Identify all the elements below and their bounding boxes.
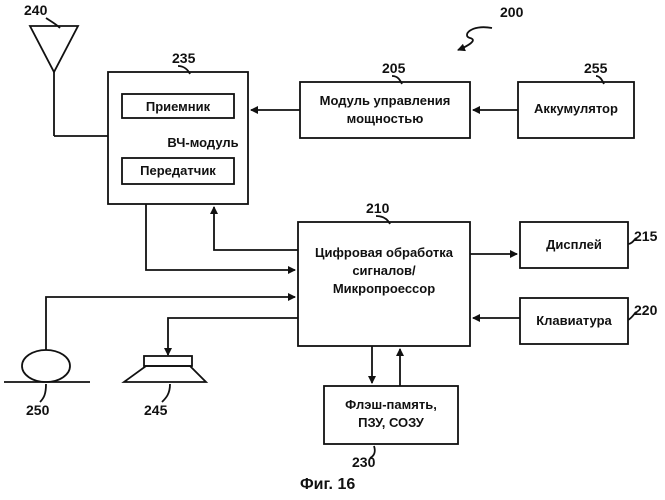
mic-to-dsp-arrow xyxy=(46,297,295,350)
ref-255: 255 xyxy=(584,60,607,76)
battery-label: Аккумулятор xyxy=(518,100,634,117)
leader-245 xyxy=(162,384,170,402)
ref-220: 220 xyxy=(634,302,657,318)
ref-205: 205 xyxy=(382,60,405,76)
leader-200 xyxy=(458,27,492,50)
power-module-label-2: мощностью xyxy=(300,110,470,127)
ref-240: 240 xyxy=(24,2,47,18)
keyboard-label: Клавиатура xyxy=(520,312,628,329)
ref-235: 235 xyxy=(172,50,195,66)
transmitter-label: Передатчик xyxy=(122,162,234,179)
microphone-icon xyxy=(22,350,70,382)
ref-215: 215 xyxy=(634,228,657,244)
rf-module-label: ВЧ-модуль xyxy=(160,134,246,151)
speaker-icon xyxy=(124,366,206,382)
dsp-label-3: Микропроессор xyxy=(298,280,470,297)
ref-210: 210 xyxy=(366,200,389,216)
ref-245: 245 xyxy=(144,402,167,418)
ref-200: 200 xyxy=(500,4,523,20)
leader-250 xyxy=(40,384,46,402)
memory-label-2: ПЗУ, СОЗУ xyxy=(324,414,458,431)
figure-caption: Фиг. 16 xyxy=(300,476,355,494)
ref-250: 250 xyxy=(26,402,49,418)
dsp-to-rf-arrow xyxy=(214,207,298,250)
rf-to-dsp-arrow xyxy=(146,204,295,270)
speaker-magnet xyxy=(144,356,192,366)
receiver-label: Приемник xyxy=(122,98,234,115)
dsp-to-speaker-arrow xyxy=(168,318,298,355)
power-module-label-1: Модуль управления xyxy=(300,92,470,109)
dsp-label-2: сигналов/ xyxy=(298,262,470,279)
memory-label-1: Флэш-память, xyxy=(324,396,458,413)
ref-230: 230 xyxy=(352,454,375,470)
antenna-icon xyxy=(30,26,78,72)
display-label: Дисплей xyxy=(520,236,628,253)
dsp-label-1: Цифровая обработка xyxy=(298,244,470,261)
